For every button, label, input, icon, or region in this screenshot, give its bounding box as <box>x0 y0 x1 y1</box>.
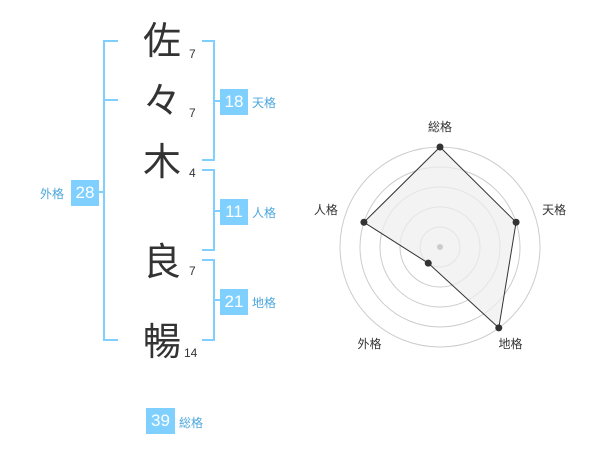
radar-value-polygon <box>363 146 517 329</box>
name-char-4: 良 <box>142 240 181 284</box>
name-char-2: 々 <box>142 79 181 123</box>
gaikaku-value-badge: 28 <box>71 180 99 206</box>
radar-point-1 <box>436 143 444 151</box>
gaikaku-bracket <box>103 40 118 341</box>
name-char-1: 佐 <box>142 19 181 63</box>
name-char-4-strokes: 7 <box>189 264 196 278</box>
radar-axis-label-5: 人格 <box>314 202 338 217</box>
chikaku-value-badge: 21 <box>220 289 248 315</box>
name-char-3: 木 <box>142 140 181 184</box>
soukaku-value-badge: 39 <box>146 408 175 434</box>
radar-center-dot <box>437 244 443 250</box>
name-char-2-strokes: 7 <box>189 106 196 120</box>
jinkaku-label: 人格 <box>252 206 277 220</box>
name-char-5: 暢 <box>142 320 181 364</box>
tenkaku-value-badge: 18 <box>220 89 248 115</box>
radar-axis-label-2: 天格 <box>542 202 566 217</box>
name-char-1-strokes: 7 <box>189 47 196 61</box>
radar-point-4 <box>424 259 432 267</box>
jinkaku-value-badge: 11 <box>220 199 248 225</box>
name-char-5-strokes: 14 <box>184 346 198 360</box>
chikaku-label: 地格 <box>252 296 277 310</box>
radar-axis-label-4: 外格 <box>357 336 381 351</box>
radar-point-3 <box>495 324 503 332</box>
tenkaku-label: 天格 <box>252 96 277 110</box>
radar-point-5 <box>360 218 368 226</box>
radar-axis-label-3: 地格 <box>499 336 523 351</box>
name-char-3-strokes: 4 <box>189 166 196 180</box>
radar-axis-label-1: 総格 <box>428 119 452 134</box>
soukaku-label: 総格 <box>179 416 204 430</box>
radar-point-2 <box>512 218 520 226</box>
gaikaku-label: 外格 <box>40 187 65 201</box>
